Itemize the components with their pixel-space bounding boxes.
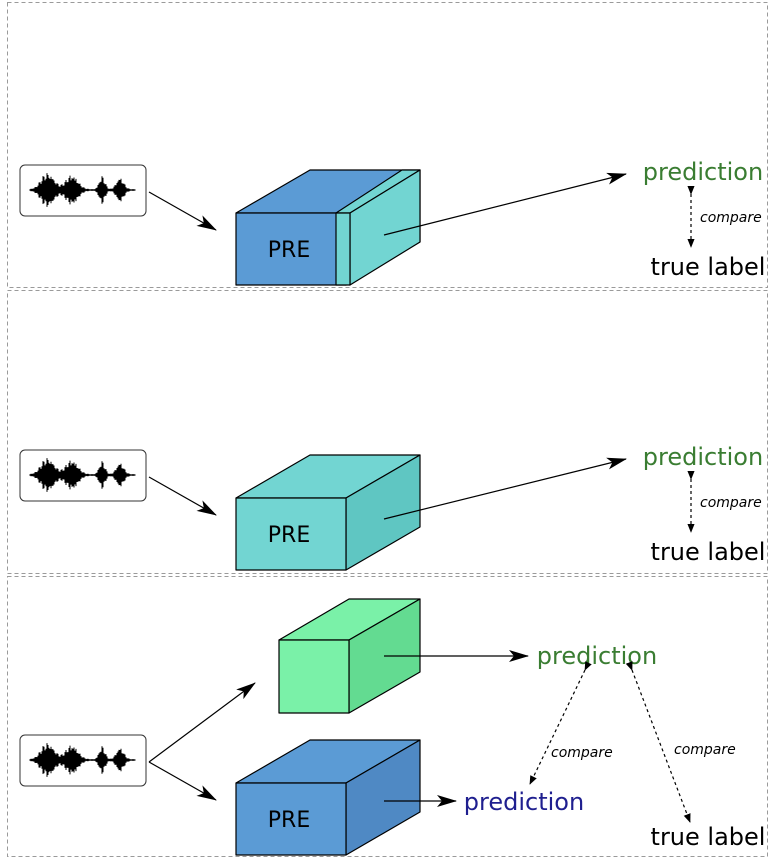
true-label: true label [651, 538, 766, 566]
prediction-label: prediction [643, 158, 763, 186]
waveform-box [19, 734, 147, 787]
prediction-label: prediction [643, 443, 763, 471]
input-arrow [148, 191, 217, 231]
true-label: true label [651, 823, 766, 851]
teacher-prediction-label: prediction [537, 642, 657, 670]
waveform-box [19, 449, 147, 502]
pre-label: PRE [268, 523, 310, 548]
panel-2: PRE prediction compare true label [7, 290, 768, 574]
student-prediction-label: prediction [464, 788, 584, 816]
pre-label: PRE [268, 808, 310, 833]
input-arrow [148, 476, 217, 516]
panel-1: PRE prediction compare true label [7, 2, 768, 288]
compare-label: compare [700, 495, 762, 511]
compare-label: compare [700, 210, 762, 226]
pre-model-cube: PRE [235, 169, 421, 286]
waveform-box [19, 164, 147, 217]
pre-model-cube: PRE [235, 454, 421, 571]
audio-waveform-icon [29, 743, 136, 777]
compare-label-left: compare [551, 745, 613, 761]
true-label: true label [651, 253, 766, 281]
output-arrow [383, 172, 627, 236]
output-arrow [383, 457, 627, 520]
pre-model-cube: PRE [235, 739, 421, 856]
compare-label-right: compare [674, 742, 736, 758]
panel-2-border [7, 290, 768, 574]
input-arrow-to-student [148, 761, 217, 801]
panel-3: PRE prediction prediction compare compar… [7, 576, 768, 857]
panel-1-border [7, 2, 768, 288]
compare-arrow-left [529, 661, 592, 785]
audio-waveform-icon [29, 173, 136, 207]
input-arrow-to-teacher [148, 682, 256, 763]
pre-label: PRE [268, 238, 310, 263]
audio-waveform-icon [29, 458, 136, 492]
